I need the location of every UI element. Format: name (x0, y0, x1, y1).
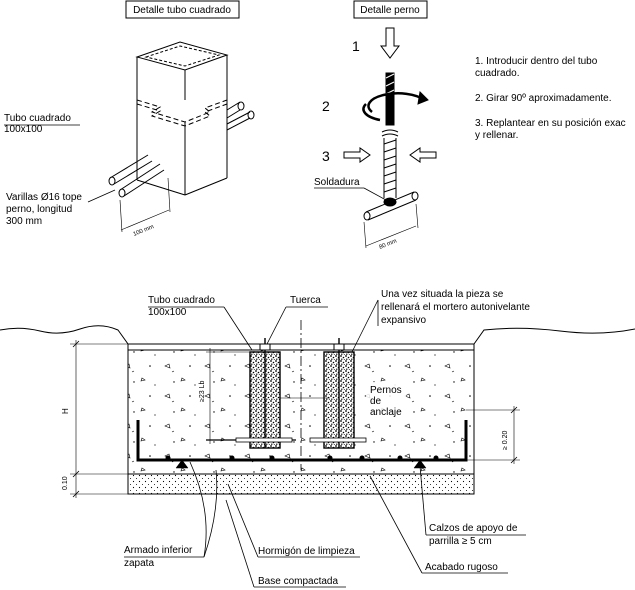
rebar-label-line1: Armado inferior (124, 545, 193, 556)
bolt-dim-label: 80 mm (379, 238, 398, 250)
rods-label-line3: 300 mm (6, 216, 42, 227)
step-3-number: 3 (322, 148, 330, 164)
bolt-detail-title: Detalle perno (360, 5, 420, 16)
rough-finish-label: Acabado rugoso (369, 475, 508, 574)
rebar-chair-left (175, 459, 189, 469)
rods-label: Varillas Ø16 tope perno, longitud 300 mm (6, 189, 116, 227)
dim-lb-label: ≥23 Lb (199, 381, 206, 402)
anchor-bolts-line2: de (370, 396, 382, 407)
tube-detail-title: Detalle tubo cuadrado (133, 5, 231, 16)
instructions: 1. Introducir dentro del tubo cuadrado. … (475, 56, 626, 141)
instruction-2: 2. Girar 90º aproximadamente. (475, 93, 612, 104)
fill-note-line2: rellenará el mortero autonivelante (381, 302, 530, 313)
instruction-3a: 3. Replantear en su posición exac (475, 118, 626, 129)
bottom-rebar (136, 420, 468, 462)
tube-label: Tubo cuadrado 100x100 (4, 113, 80, 135)
instruction-3b: y rellenar. (475, 130, 518, 141)
tube-isometric (108, 41, 255, 233)
step-1-number: 1 (352, 38, 360, 54)
rough-finish-label-text: Acabado rugoso (425, 562, 498, 573)
tube-label-line1: Tubo cuadrado (4, 113, 71, 124)
lean-concrete-label: Hormigón de limpieza (227, 483, 360, 558)
tube-label-line2: 100x100 (4, 124, 43, 135)
bolt-detail-drawing (343, 27, 437, 249)
nut-label: Tuerca (266, 295, 328, 345)
rods-label-line2: perno, longitud (6, 204, 72, 215)
dim-h-label: H (61, 408, 70, 414)
compacted-base-label: Base compactada (225, 499, 346, 588)
anchor-bolts-line1: Pernos (370, 385, 402, 396)
fill-note-line3: expansivo (381, 315, 426, 326)
lean-concrete-layer (127, 473, 475, 495)
bolt-detail-title-box: Detalle perno (353, 0, 428, 19)
fill-note-line1: Una vez situada la pieza se (381, 289, 504, 300)
lean-concrete-label-text: Hormigón de limpieza (258, 546, 355, 557)
weld-label: Soldadura (314, 177, 387, 201)
section-tube-label-line1: Tubo cuadrado (148, 295, 215, 306)
section-tube-label-line2: 100x100 (148, 307, 187, 318)
anchor-bolts-line3: anclaje (370, 407, 402, 418)
chairs-label-line1: Calzos de apoyo de (429, 523, 518, 534)
fill-note: Una vez situada la pieza se rellenará el… (351, 289, 530, 353)
compacted-base-label-text: Base compactada (258, 576, 338, 587)
instruction-1b: cuadrado. (475, 68, 519, 79)
section-tube-label: Tubo cuadrado 100x100 (148, 295, 253, 351)
section-view (0, 320, 635, 498)
tube-detail-title-box: Detalle tubo cuadrado (125, 0, 240, 19)
nut-label-text: Tuerca (290, 295, 321, 306)
chairs-label: Calzos de apoyo de parrilla ≥ 5 cm (419, 465, 526, 547)
rebar-label: Armado inferior zapata (124, 461, 218, 569)
chairs-label-line2: parrilla ≥ 5 cm (429, 536, 492, 547)
dim-010-label: 0.10 (62, 476, 69, 490)
instruction-1a: 1. Introducir dentro del tubo (475, 56, 598, 67)
tube-dim-label: 100 mm (133, 224, 155, 238)
anchor-bolts-label: Pernos de anclaje (366, 382, 406, 418)
weld-label-text: Soldadura (314, 177, 360, 188)
rods-label-line1: Varillas Ø16 tope (6, 192, 82, 203)
rebar-label-line2: zapata (124, 558, 154, 569)
step-2-number: 2 (322, 98, 330, 114)
dim-020-label: ≥ 0.20 (502, 430, 509, 450)
